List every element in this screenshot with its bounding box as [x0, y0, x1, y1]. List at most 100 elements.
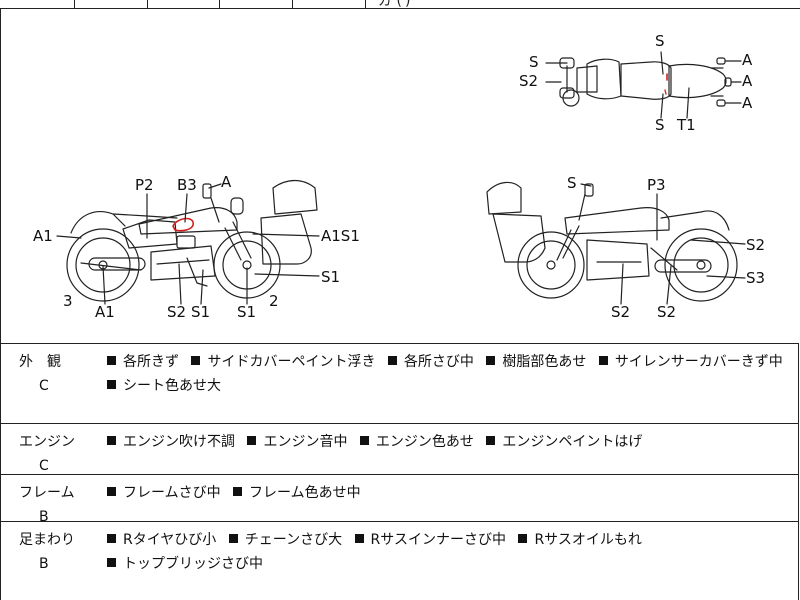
diagram-label: S	[567, 174, 577, 192]
bullet-square-icon	[518, 534, 528, 543]
right-view-motorcycle	[486, 181, 738, 302]
condition-item: フレーム色あせ中	[233, 485, 361, 501]
header-cell-divider	[74, 0, 75, 8]
diagram-label: S2	[611, 303, 631, 321]
condition-item: エンジン吹け不調	[107, 434, 235, 450]
header-table-fragment: ガ ( ゙)	[0, 0, 800, 9]
diagram-label: 3	[63, 292, 73, 310]
condition-item: エンジン色あせ	[359, 434, 474, 450]
bullet-square-icon	[354, 534, 364, 543]
bullet-square-icon	[107, 487, 116, 496]
row-engine: エンジン C エンジン吹け不調 エンジン音中 エンジン色あせ エンジンペイントは…	[0, 423, 799, 474]
condition-item-text: 各所さび中	[403, 354, 474, 370]
row-suspension: 足まわり B Rタイヤひび小 チェーンさび大 Rサスインナーさび中 Rサスオイル…	[0, 521, 799, 600]
row-items: Rタイヤひび小 チェーンさび大 Rサスインナーさび中 Rサスオイルもれ トップブ…	[107, 528, 792, 576]
condition-item-text: エンジンペイントはげ	[502, 434, 643, 450]
condition-item: Rサスオイルもれ	[518, 532, 642, 548]
diagram-label: S2	[167, 303, 187, 321]
diagram-label: A1	[33, 227, 53, 245]
diagram-label: S2	[657, 303, 677, 321]
row-category: 足まわり B	[19, 528, 79, 576]
diagram-label: A1	[95, 303, 115, 321]
condition-item-text: Rタイヤひび小	[123, 532, 217, 548]
condition-item-text: チェーンさび大	[244, 532, 343, 548]
bullet-square-icon	[486, 356, 496, 365]
bullet-square-icon	[598, 356, 608, 365]
bullet-square-icon	[359, 436, 369, 445]
condition-item-text: 各所きず	[123, 354, 179, 370]
bullet-square-icon	[107, 436, 116, 445]
bullet-square-icon	[107, 380, 116, 389]
bullet-square-icon	[107, 558, 116, 567]
condition-item-text: フレームさび中	[123, 485, 221, 501]
condition-item: シート色あせ大	[107, 378, 221, 394]
condition-item-text: エンジン音中	[263, 434, 348, 450]
left-view-leader-lines	[56, 183, 320, 305]
diagram-label: T1	[677, 116, 696, 134]
damage-diagram: S S2 S S T1 A A A P2 B3 A A1 A1S1 S1 3 A…	[0, 8, 800, 343]
condition-item: サイレンサーカバーきず中	[598, 354, 783, 370]
row-category: フレーム B	[19, 481, 79, 529]
condition-item: トップブリッジさび中	[107, 556, 263, 572]
category-name: 外 観	[19, 354, 61, 370]
diagram-label: A	[742, 94, 753, 112]
diagram-label: A	[742, 72, 753, 90]
condition-item: エンジン音中	[247, 434, 347, 450]
bullet-square-icon	[107, 534, 116, 543]
condition-item: サイドカバーペイント浮き	[191, 354, 375, 370]
header-fragment-text: ガ ( ゙)	[378, 0, 411, 9]
condition-item: フレームさび中	[107, 485, 221, 501]
diagram-label: S	[655, 32, 665, 50]
motorcycle-diagram-svg	[56, 51, 746, 305]
condition-item-text: トップブリッジさび中	[123, 556, 263, 572]
diagram-label: S3	[746, 269, 766, 287]
header-cell-divider	[219, 0, 220, 8]
diagram-label: S	[655, 116, 665, 134]
condition-item-text: Rサスオイルもれ	[534, 532, 642, 548]
header-cell-divider	[292, 0, 293, 8]
condition-item-text: フレーム色あせ中	[249, 485, 361, 501]
bullet-square-icon	[247, 436, 257, 445]
bullet-square-icon	[486, 436, 496, 445]
row-items: エンジン吹け不調 エンジン音中 エンジン色あせ エンジンペイントはげ	[107, 430, 792, 454]
diagram-label: S	[529, 53, 539, 71]
category-grade: B	[39, 556, 49, 572]
left-view-damage-marker	[172, 217, 194, 232]
category-name: エンジン	[19, 434, 75, 450]
bullet-square-icon	[233, 487, 243, 496]
diagram-label: S1	[237, 303, 257, 321]
condition-item: Rサスインナーさび中	[354, 532, 506, 548]
condition-item: チェーンさび大	[228, 532, 343, 548]
condition-item-text: エンジン吹け不調	[123, 434, 235, 450]
diagram-label: B3	[177, 176, 197, 194]
row-frame: フレーム B フレームさび中 フレーム色あせ中	[0, 474, 799, 525]
category-grade: C	[39, 458, 49, 474]
diagram-label: S1	[191, 303, 211, 321]
row-items: フレームさび中 フレーム色あせ中	[107, 481, 792, 505]
diagram-label: 2	[269, 292, 279, 310]
row-exterior: 外 観 C 各所きず サイドカバーペイント浮き 各所さび中 樹脂部色あせ サイレ…	[0, 343, 799, 423]
condition-item-text: サイドカバーペイント浮き	[207, 354, 376, 370]
left-view-motorcycle	[66, 179, 318, 302]
top-view-damage-marker	[664, 89, 667, 95]
top-view-leader-lines	[545, 51, 742, 119]
condition-item-text: シート色あせ大	[123, 378, 221, 394]
top-view-motorcycle	[559, 57, 732, 107]
category-name: 足まわり	[19, 532, 75, 548]
diagram-label: A	[221, 173, 232, 191]
diagram-label: P2	[135, 176, 154, 194]
diagram-label: S2	[519, 72, 539, 90]
condition-item: Rタイヤひび小	[107, 532, 216, 548]
bullet-square-icon	[107, 356, 116, 365]
condition-item: 各所きず	[107, 354, 179, 370]
condition-rows: 外 観 C 各所きず サイドカバーペイント浮き 各所さび中 樹脂部色あせ サイレ…	[0, 343, 800, 600]
category-grade: B	[39, 509, 49, 525]
condition-item: 樹脂部色あせ	[486, 354, 586, 370]
diagram-label: A	[742, 51, 753, 69]
diagram-label: S2	[746, 236, 766, 254]
condition-item-text: エンジン色あせ	[375, 434, 474, 450]
header-cell-divider	[365, 0, 366, 8]
condition-item-text: サイレンサーカバーきず中	[614, 354, 783, 370]
diagram-label: A1S1	[321, 227, 360, 245]
